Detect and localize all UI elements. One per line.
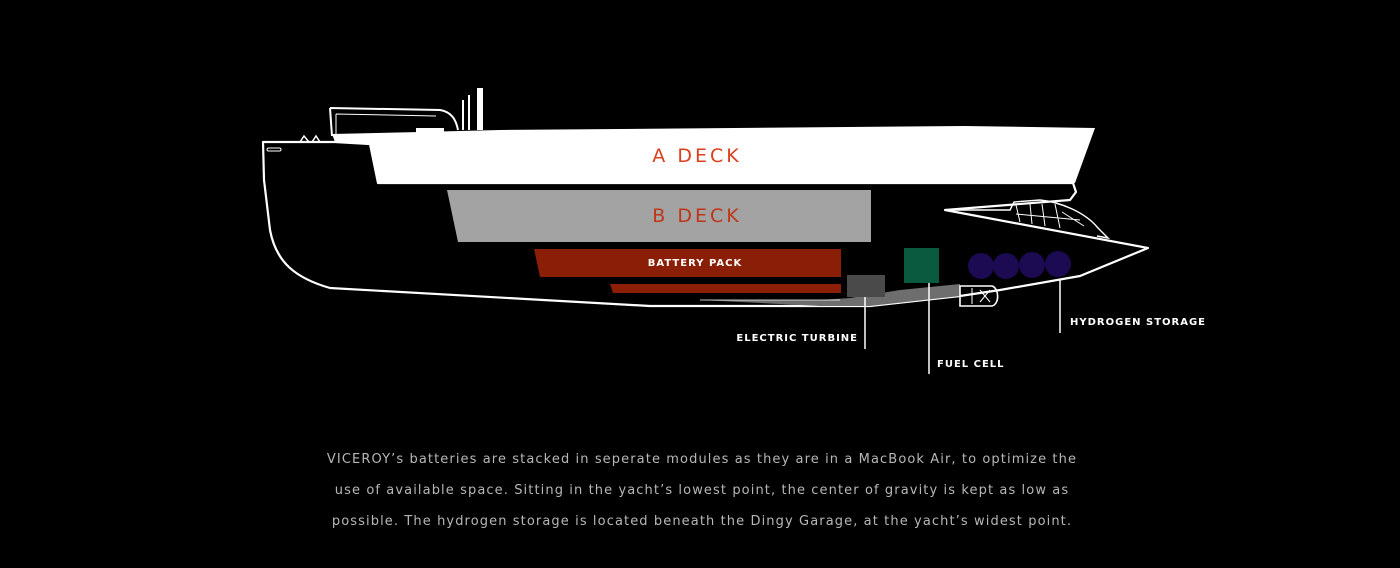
propulsion-pod [959, 285, 999, 307]
bow-cleats [299, 134, 321, 143]
a-deck-label: A DECK [652, 145, 741, 167]
dinghy-garage [945, 199, 1111, 240]
bridge-railing-inner [335, 113, 437, 134]
caption-line: use of available space. Sitting in the y… [334, 483, 1070, 498]
b-deck [447, 190, 871, 242]
bridge-railing [329, 107, 459, 137]
fuel-cell-label: FUEL CELL [937, 359, 1005, 370]
battery-pack [534, 249, 841, 277]
battery-pack-label: BATTERY PACK [648, 258, 743, 269]
a-deck [332, 126, 1095, 183]
electric-turbine [847, 275, 885, 297]
hydrogen-tank [1045, 251, 1071, 277]
b-deck-label: B DECK [652, 205, 741, 227]
hydrogen-tank [1019, 252, 1045, 278]
hull-outline [261, 140, 1150, 308]
description-caption: VICEROY’s batteries are stacked in seper… [300, 444, 1104, 537]
fuel-cell [904, 248, 939, 283]
hydrogen-tank [993, 253, 1019, 279]
radar-mast [477, 88, 483, 130]
electric-turbine-label: ELECTRIC TURBINE [736, 333, 858, 344]
caption-line: VICEROY’s batteries are stacked in seper… [326, 452, 1078, 467]
yacht-cross-section-diagram: A DECK B DECK BATTERY PACK ELECTRIC TURB… [261, 88, 1206, 374]
porthole [266, 147, 282, 152]
propeller-shaft [700, 284, 960, 306]
antenna-mast-2 [462, 100, 464, 130]
hydrogen-tank [968, 253, 994, 279]
dinghy-frame [1015, 203, 1085, 229]
battery-pack-lower [610, 284, 841, 293]
deck-hatch [416, 128, 444, 133]
caption-line: possible. The hydrogen storage is locate… [331, 514, 1073, 529]
antenna-mast [468, 95, 470, 130]
hydrogen-storage-label: HYDROGEN STORAGE [1070, 317, 1206, 328]
